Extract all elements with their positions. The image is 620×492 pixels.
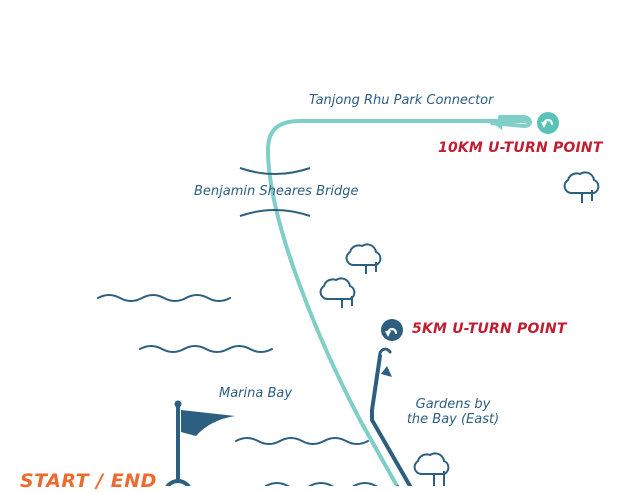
tree-icon — [345, 243, 382, 274]
tree-icon — [319, 277, 356, 308]
gardens-by-the-bay-label: Gardens by the Bay (East) — [405, 397, 501, 427]
route-5km-line — [370, 354, 412, 486]
bridge-icon — [239, 167, 311, 217]
route-5km-hook — [378, 347, 392, 360]
tanjong-rhu-label: Tanjong Rhu Park Connector — [309, 93, 494, 108]
route-10km-turnaround — [490, 115, 532, 129]
gardens-label-line1: Gardens by — [415, 397, 491, 412]
marina-bay-label: Marina Bay — [219, 386, 293, 401]
flag-icon — [174, 400, 235, 486]
water-waves — [97, 294, 399, 486]
route-10km-arrow-head — [492, 116, 502, 130]
u-turn-5km-icon — [381, 319, 403, 341]
u-turn-10km-icon — [537, 112, 559, 134]
route-10km-line — [265, 119, 530, 486]
start-end-label: START / END — [20, 470, 157, 492]
gardens-label-line2: the Bay (East) — [406, 412, 500, 427]
start-end-marker — [165, 479, 191, 486]
tree-icon — [413, 452, 450, 486]
tree-icon — [563, 171, 600, 203]
u-turn-10km-label: 10KM U-TURN POINT — [438, 140, 603, 156]
u-turn-5km-label: 5KM U-TURN POINT — [412, 321, 567, 337]
route-5km-arrow-head — [381, 366, 392, 377]
benjamin-sheares-label: Benjamin Sheares Bridge — [194, 184, 359, 199]
